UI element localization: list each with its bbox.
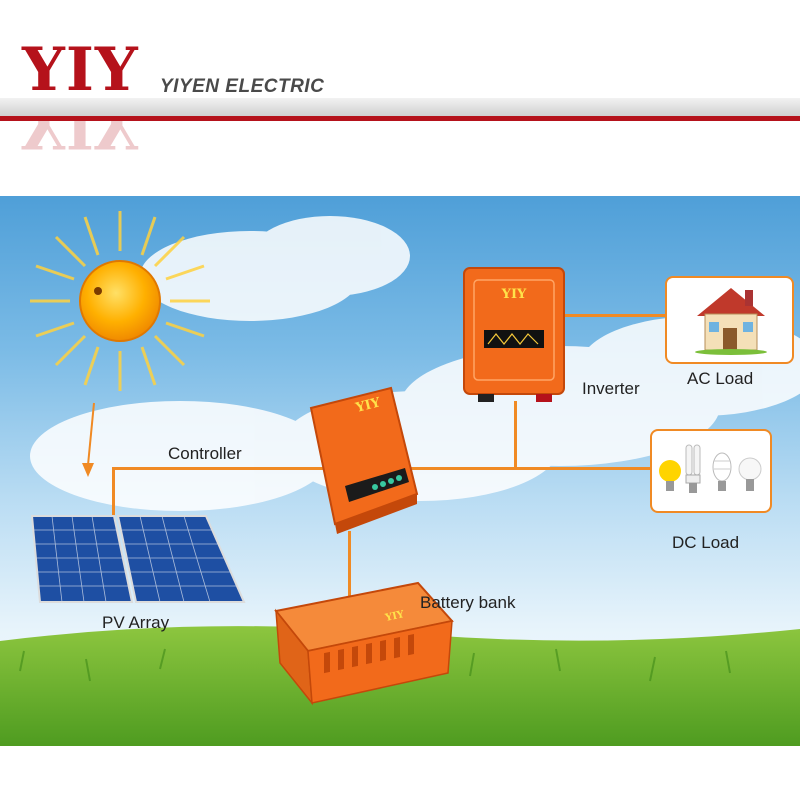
pv-array-label: PV Array <box>102 613 170 632</box>
ac-load-box <box>665 276 794 364</box>
company-name: YIYEN ELECTRIC <box>160 76 325 97</box>
header-accent-line <box>0 116 800 121</box>
wire-inverter-drop <box>514 401 517 469</box>
house-icon <box>695 288 767 355</box>
light-bulbs-icon <box>659 444 762 493</box>
inverter-device: YIY <box>463 267 565 402</box>
battery-bank-device: YIY <box>274 581 454 706</box>
battery-bank-label: Battery bank <box>420 593 516 612</box>
wire-ac-load <box>565 314 665 317</box>
battery-brand-text: YIY <box>383 609 406 624</box>
controller-device: YIY <box>309 386 419 534</box>
inverter-label: Inverter <box>582 379 640 398</box>
brand-logo: YIY YIY <box>22 40 139 161</box>
wire-pv-drop <box>112 467 115 517</box>
dc-load-label: DC Load <box>672 533 740 552</box>
wire-battery-drop <box>348 531 351 606</box>
ac-load-label: AC Load <box>687 369 754 388</box>
grass-field <box>0 626 800 746</box>
sunlight-arrow <box>82 402 95 477</box>
header-band <box>0 98 800 116</box>
inverter-brand-text: YIY <box>501 287 527 302</box>
sun-icon <box>30 211 210 391</box>
controller-label: Controller <box>168 444 242 463</box>
dc-load-box <box>650 429 772 513</box>
controller-brand-text: YIY <box>353 395 382 416</box>
brand-logo-text: YIY <box>22 35 139 105</box>
pv-array-panels <box>30 515 246 603</box>
system-diagram-scene: YIY Inverter AC Load <box>0 196 800 746</box>
